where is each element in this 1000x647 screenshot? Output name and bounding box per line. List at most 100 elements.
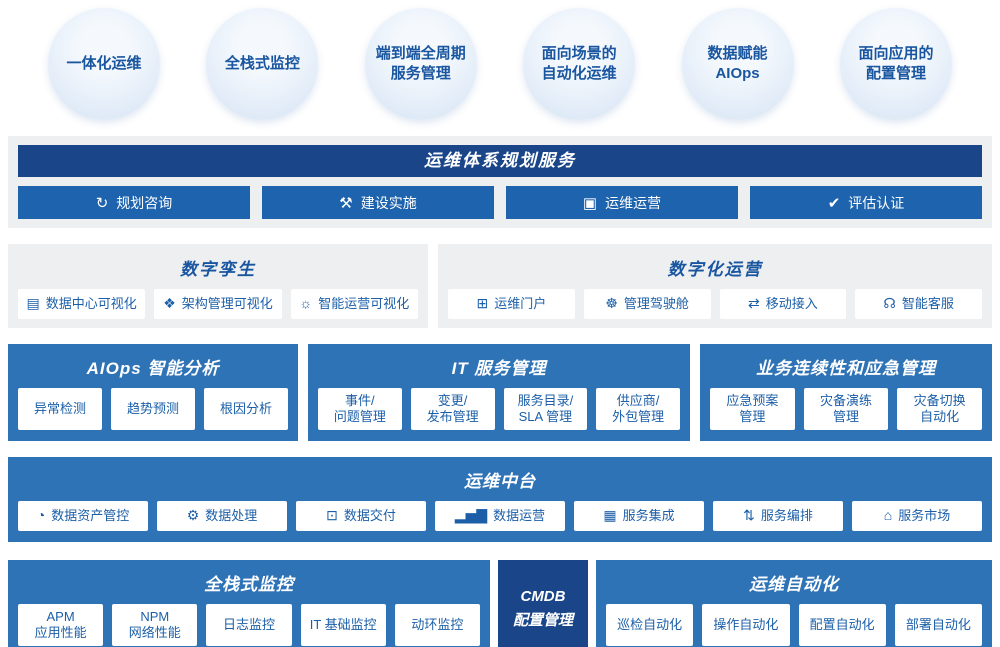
gauge-icon: ☸ xyxy=(605,295,618,312)
bubble-label: 一体化运维 xyxy=(66,54,142,72)
feature-label: 数据交付 xyxy=(343,507,396,523)
monitor-icon: ▣ xyxy=(582,194,598,212)
feature-box: 日志监控 xyxy=(206,604,292,646)
feature-label: 异常检测 xyxy=(33,400,86,416)
feature-label: 根因分析 xyxy=(219,400,272,416)
feature-box: 根因分析 xyxy=(204,388,288,430)
bottom-row: 全栈式监控 APM 应用性能 NPM 网络性能 日志监控 IT 基础监控 动环监… xyxy=(8,560,992,647)
sliders-icon: ⇄ xyxy=(748,295,760,312)
capability-bubble: 数据赋能 AIOps xyxy=(681,8,794,120)
bcm-items: 应急预案 管理 灾备演练 管理 灾备切换 自动化 xyxy=(710,388,983,430)
feature-label: 灾备演练 管理 xyxy=(820,392,873,424)
feature-label: 动环监控 xyxy=(411,616,464,632)
monitoring-items: APM 应用性能 NPM 网络性能 日志监控 IT 基础监控 动环监控 xyxy=(18,604,481,646)
grid-icon: ▦ xyxy=(603,507,617,524)
feature-label: 管理驾驶舱 xyxy=(623,295,689,311)
digital-ops-items: ⊞运维门户 ☸ 管理驾驶舱 ⇄移动接入 ☊智能客服 xyxy=(448,289,982,319)
gear-icon: ⚙ xyxy=(186,507,200,524)
feature-box: ⚙ 数据处理 xyxy=(157,501,287,531)
feature-label: 服务目录/ SLA 管理 xyxy=(517,392,574,424)
bubble-label: 数据赋能 AIOps xyxy=(707,44,768,82)
feature-label: 配置自动化 xyxy=(809,616,875,632)
feature-box: 异常检测 xyxy=(18,388,102,430)
feature-label: 事件/ 问题管理 xyxy=(333,392,386,424)
aiops-title: AIOps 智能分析 xyxy=(86,359,220,378)
automation-items: 巡检自动化 操作自动化 配置自动化 部署自动化 xyxy=(606,604,982,646)
feature-box: 灾备切换 自动化 xyxy=(897,388,983,430)
feature-box: 巡检自动化 xyxy=(606,604,694,646)
feature-label: 变更/ 发布管理 xyxy=(426,392,479,424)
certify-check-icon: ✔ xyxy=(827,194,841,212)
planning-section: 运维体系规划服务 ↻规划咨询 ⚒ 建设实施 ▣ 运维运营 ✔ 评估认证 xyxy=(8,136,992,228)
capability-bubble: 面向应用的 配置管理 xyxy=(839,8,952,120)
package-icon: ⊡ xyxy=(326,507,338,524)
bubble-label: 端到端全周期 服务管理 xyxy=(375,44,466,82)
feature-box: 部署自动化 xyxy=(894,604,982,646)
monitoring-title: 全栈式监控 xyxy=(204,575,294,594)
feature-label: 架构管理可视化 xyxy=(181,295,273,311)
feature-box: APM 应用性能 xyxy=(18,604,104,646)
planning-item-certification: ✔ 评估认证 xyxy=(750,186,982,219)
cmdb-title: CMDB 配置管理 xyxy=(512,587,573,629)
platform-section: 运维中台 ◔数据资产管控 ⚙数据处理 ⊡数据交付 ▂▅▇数据运营 ▦服务集成 ⇅… xyxy=(8,457,992,542)
capability-bubbles: 一体化运维 全栈式监控 端到端全周期 服务管理 面向场景的 自动化运维 数据赋能… xyxy=(0,0,1000,120)
planning-item-consulting: ↻规划咨询 xyxy=(18,186,250,219)
feature-box: 变更/ 发布管理 xyxy=(410,388,495,430)
capability-bubble: 全栈式监控 xyxy=(206,8,319,120)
capability-bubble: 面向场景的 自动化运维 xyxy=(523,8,636,120)
planning-item-label: 评估认证 xyxy=(848,194,905,211)
feature-box: ❖架构管理可视化 xyxy=(154,289,282,319)
feature-box: 配置自动化 xyxy=(798,604,886,646)
bubble-label: 面向场景的 自动化运维 xyxy=(541,44,617,82)
automation-section: 运维自动化 巡检自动化 操作自动化 配置自动化 部署自动化 xyxy=(596,560,992,647)
capability-bubble: 一体化运维 xyxy=(48,8,160,120)
cmdb-block: CMDB 配置管理 xyxy=(498,560,588,647)
feature-box: ⊡ 数据交付 xyxy=(296,501,426,531)
feature-box: 服务目录/ SLA 管理 xyxy=(503,388,588,430)
bubble-label: 面向应用的 配置管理 xyxy=(858,44,934,82)
feature-label: 数据运营 xyxy=(493,507,546,523)
planning-item-label: 运维运营 xyxy=(605,194,662,211)
feature-box: ☼ 智能运营可视化 xyxy=(290,289,418,319)
hammer-icon: ⚒ xyxy=(339,194,353,212)
feature-label: 数据处理 xyxy=(205,507,258,523)
feature-label: 服务市场 xyxy=(898,507,951,523)
feature-box: ☊智能客服 xyxy=(855,289,982,319)
feature-box: ◔数据资产管控 xyxy=(18,501,148,531)
analysis-row: AIOps 智能分析 异常检测 趋势预测 根因分析 IT 服务管理 事件/ 问题… xyxy=(8,344,992,441)
bar-chart-icon: ▂▅▇ xyxy=(454,507,488,524)
planning-item-label: 建设实施 xyxy=(360,194,417,211)
feature-label: 服务编排 xyxy=(760,507,813,523)
feature-box: ⊞运维门户 xyxy=(448,289,575,319)
feature-label: 灾备切换 自动化 xyxy=(913,392,966,424)
digital-ops-panel: 数字化运营 ⊞运维门户 ☸管理驾驶舱 ⇄移动接入 ☊智能客服 xyxy=(438,244,992,328)
feature-label: 巡检自动化 xyxy=(617,616,683,632)
feature-label: 操作自动化 xyxy=(713,616,779,632)
monitoring-section: 全栈式监控 APM 应用性能 NPM 网络性能 日志监控 IT 基础监控 动环监… xyxy=(8,560,490,647)
feature-label: 部署自动化 xyxy=(905,616,971,632)
feature-label: 智能客服 xyxy=(901,295,954,311)
feature-label: 数据中心可视化 xyxy=(45,295,137,311)
feature-label: NPM 网络性能 xyxy=(128,608,181,640)
feature-box: ⌂服务市场 xyxy=(852,501,982,531)
feature-label: 数据资产管控 xyxy=(51,507,130,523)
bcm-section: 业务连续性和应急管理 应急预案 管理 灾备演练 管理 灾备切换 自动化 xyxy=(700,344,992,441)
feature-label: 趋势预测 xyxy=(126,400,179,416)
planning-item-label: 规划咨询 xyxy=(116,194,173,211)
orchestrate-arrows-icon: ⇅ xyxy=(743,507,755,524)
feature-box: ⇄移动接入 xyxy=(719,289,847,319)
planning-item-implementation: ⚒ 建设实施 xyxy=(262,186,494,219)
planning-item-operation: ▣ 运维运营 xyxy=(506,186,738,219)
feature-box: ▂▅▇ 数据运营 xyxy=(435,501,565,531)
feature-label: 智能运营可视化 xyxy=(318,295,410,311)
feature-box: ⇅ 服务编排 xyxy=(713,501,843,531)
feature-box: 应急预案 管理 xyxy=(710,388,795,430)
feature-box: ☸ 管理驾驶舱 xyxy=(583,289,711,319)
planning-title-bar: 运维体系规划服务 xyxy=(18,145,982,177)
bulb-icon: ☼ xyxy=(299,295,313,312)
feature-box: 趋势预测 xyxy=(111,388,195,430)
itsm-title: IT 服务管理 xyxy=(451,359,547,378)
feature-box: IT 基础监控 xyxy=(300,604,386,646)
feature-label: APM 应用性能 xyxy=(34,608,87,640)
